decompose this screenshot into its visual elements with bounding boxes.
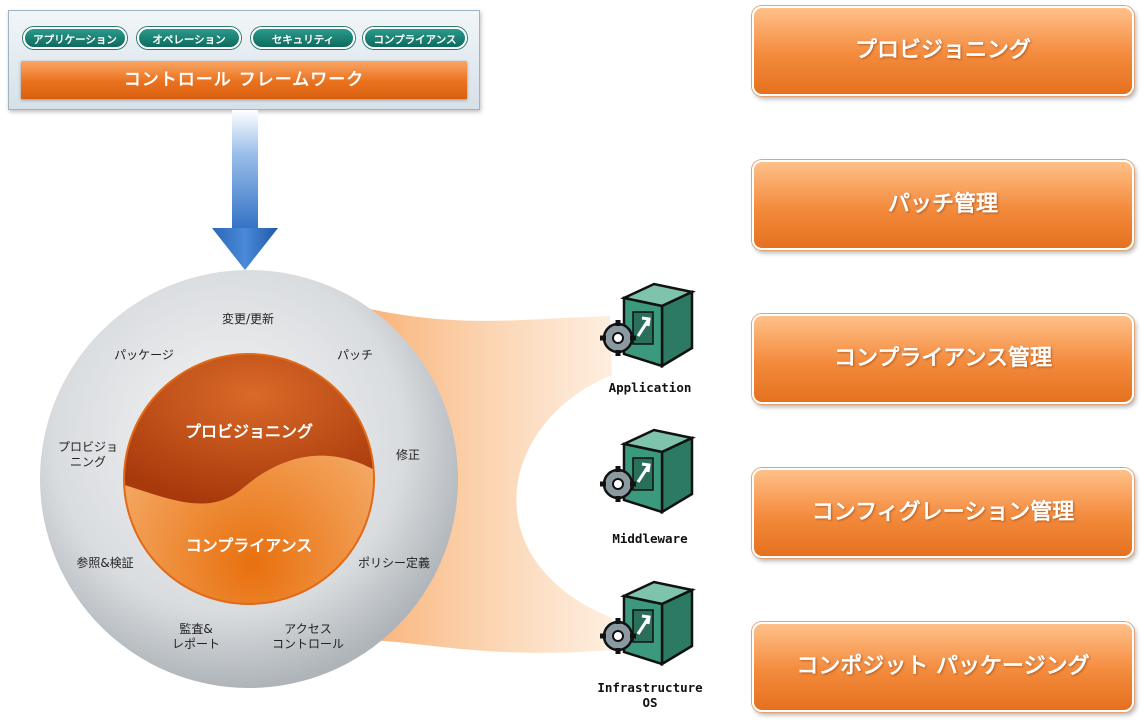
box-patch-management: パッチ管理 [752,160,1134,250]
pill-operation: オペレーション [137,27,241,49]
server-gear-icon [600,428,696,515]
cycle-label-policy-definition: ポリシー定義 [357,556,430,570]
server-gear-icon [600,282,696,369]
server-middleware: Middleware [600,428,700,546]
cycle-label-provisioning: プロビジョ ニング [57,440,118,469]
core-label-provisioning: プロビジョニング [184,422,313,441]
box-compliance-management: コンプライアンス管理 [752,314,1134,404]
pill-compliance: コンプライアンス [363,27,467,49]
server-infrastructure: Infrastructure OS [597,580,703,710]
cycle-label-audit-report: 監査& レポート [171,622,220,651]
server-gear-icon [600,580,696,667]
down-arrow-icon [212,110,278,270]
cycle-label-change-update: 変更/更新 [221,312,275,326]
lifecycle-ring [40,270,458,688]
box-configuration-management: コンフィグレーション管理 [752,468,1134,558]
cycle-label-fix: 修正 [395,448,420,462]
box-composite-packaging: コンポジット パッケージング [752,622,1134,712]
control-framework-bar: コントロール フレームワーク [21,61,467,99]
server-label-application: Application [608,380,692,395]
cycle-label-package: パッケージ [114,348,174,362]
core-label-compliance: コンプライアンス [185,536,313,555]
cycle-label-patch: パッチ [336,348,373,362]
pill-security: セキュリティ [251,27,355,49]
lifecycle-diagram: 変更/更新 パッケージ パッチ プロビジョ ニング 修正 参照&検証 ポリシー定… [38,268,460,694]
server-application: Application [600,282,700,395]
cycle-label-access-control: アクセス コントロール [271,622,344,651]
box-provisioning: プロビジョニング [752,6,1134,96]
cycle-label-reference-verify: 参照&検証 [76,556,134,570]
server-label-middleware: Middleware [612,531,688,546]
server-label-infrastructure-os: Infrastructure OS [597,680,703,710]
control-framework-panel: アプリケーション オペレーション セキュリティ コンプライアンス コントロール … [8,10,480,110]
pill-application: アプリケーション [23,27,127,49]
